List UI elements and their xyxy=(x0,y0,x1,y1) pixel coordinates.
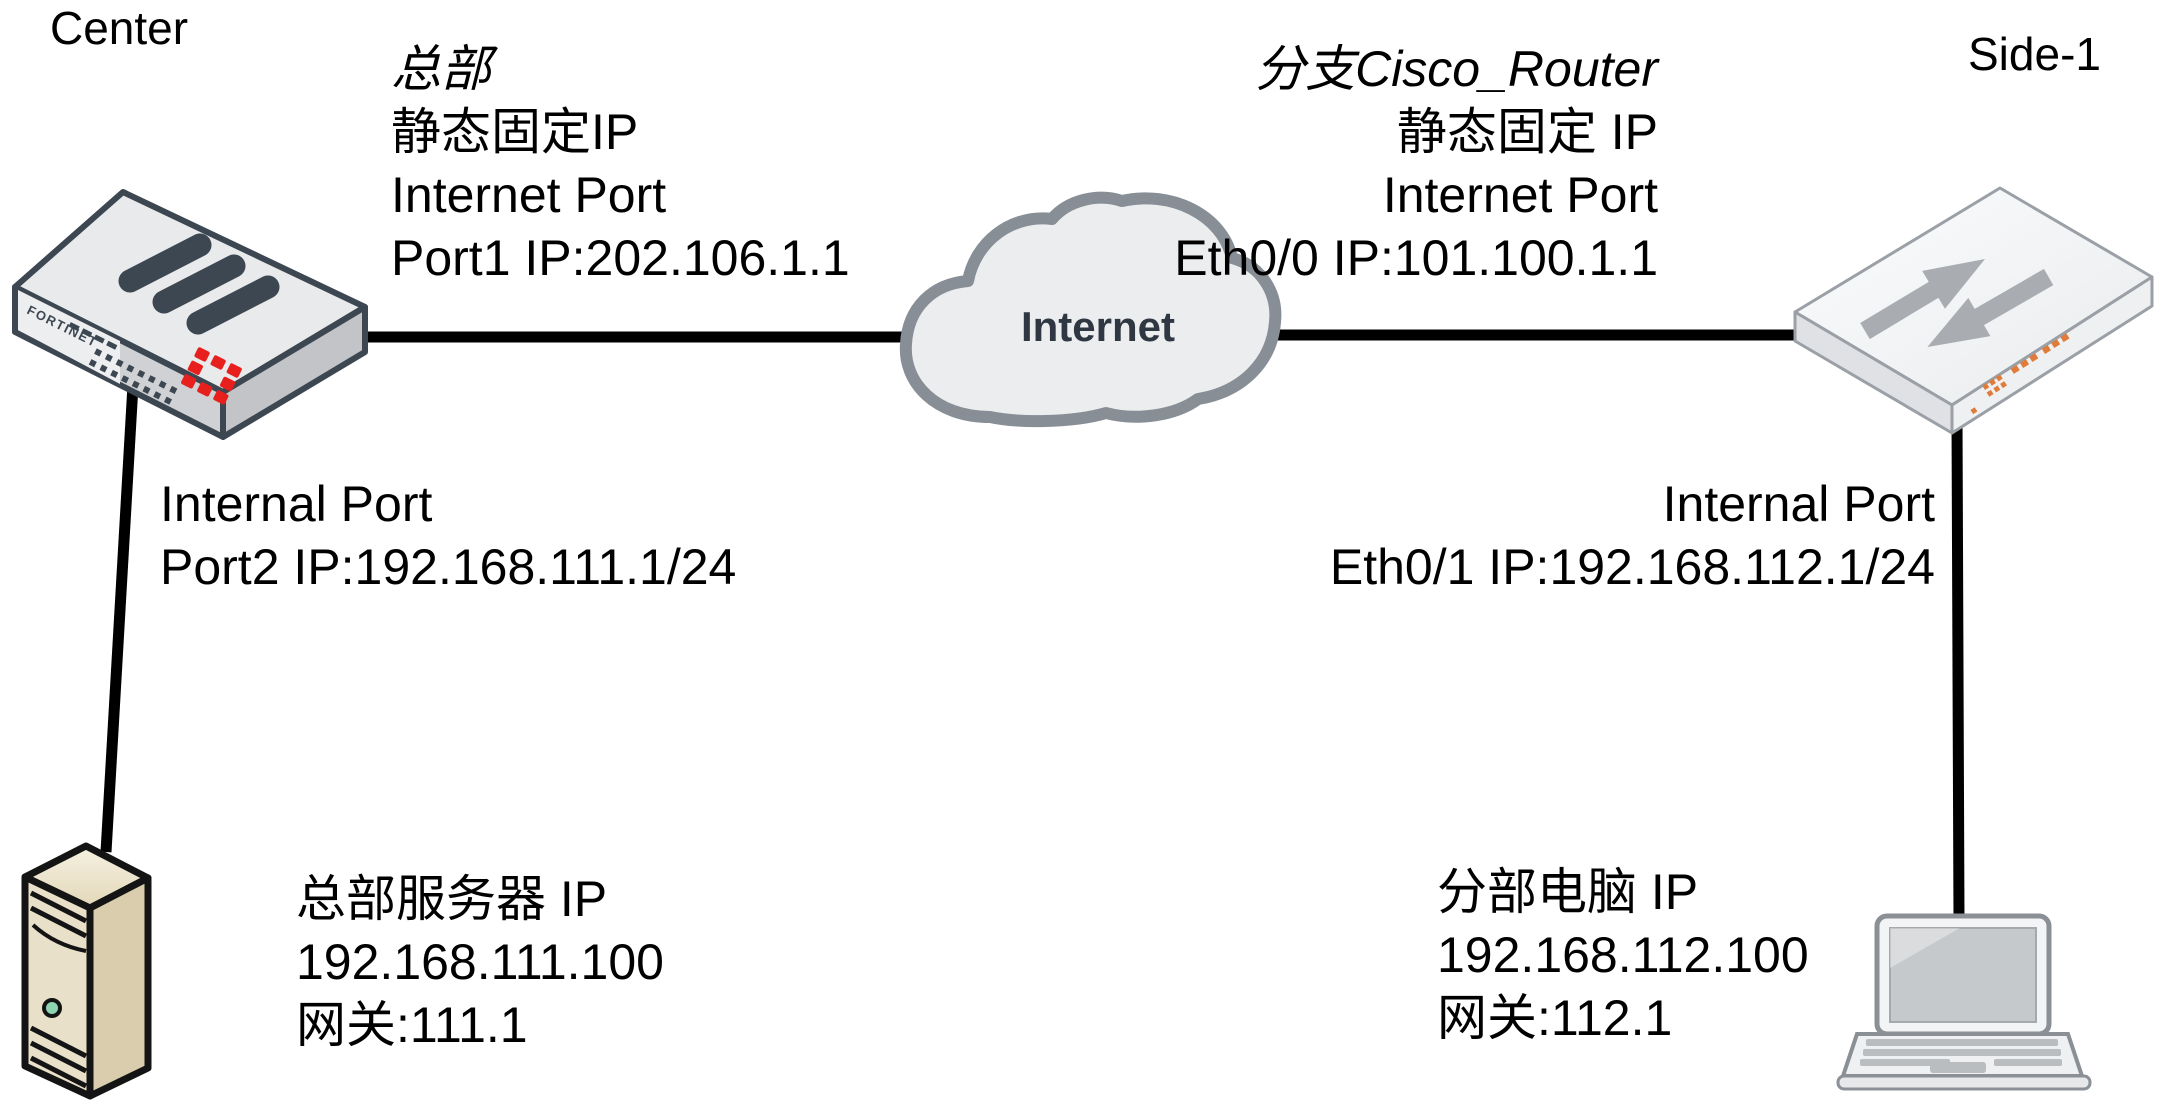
firewall-side-face xyxy=(220,304,368,440)
cables xyxy=(100,329,1965,923)
hq-server-gateway: 网关:111.1 xyxy=(296,997,528,1053)
router-arrow-up xyxy=(1860,258,1986,340)
laptop-screen xyxy=(1889,927,2037,1023)
fortinet-logo xyxy=(181,347,242,405)
laptop-bottom-lip xyxy=(1836,1074,2092,1091)
hq-wan-port-ip: Port1 IP:202.106.1.1 xyxy=(391,230,850,286)
firewall-device: FORTINET xyxy=(12,189,368,440)
branch-wan-port-ip: Eth0/0 IP:101.100.1.1 xyxy=(1174,230,1658,286)
laptop-keyboard xyxy=(1860,1039,2062,1066)
hq-lan-port-ip: Port2 IP:192.168.111.1/24 xyxy=(160,539,737,595)
hq-wan-ip-type: 静态固定IP xyxy=(391,104,639,160)
firewall-port-dots xyxy=(68,322,178,405)
cable-router-to-laptop xyxy=(1951,419,1965,923)
hq-wan-block: 总部 静态固定IP Internet Port Port1 IP:202.106… xyxy=(391,38,850,290)
hq-lan-port-title: Internal Port xyxy=(160,476,433,532)
server-vents xyxy=(29,1025,88,1089)
cable-firewall-to-server xyxy=(100,384,139,853)
internet-label: Internet xyxy=(1020,303,1175,350)
branch-lan-block: Internal Port Eth0/1 IP:192.168.112.1/24 xyxy=(1330,473,1935,599)
branch-lan-port-title: Internal Port xyxy=(1662,476,1935,532)
branch-pc-title: 分部电脑 IP xyxy=(1437,864,1699,920)
laptop-device xyxy=(1836,913,2092,1091)
cloud-shape xyxy=(899,191,1282,428)
router-device xyxy=(1793,186,2154,435)
laptop-screen-glare xyxy=(1890,928,1960,968)
branch-wan-block: 分支Cisco_Router 静态固定 IP Internet Port Eth… xyxy=(1174,38,1658,290)
branch-pc-gateway: 网关:112.1 xyxy=(1437,990,1673,1046)
server-side-face xyxy=(86,874,152,1100)
router-side-face xyxy=(1950,275,2154,435)
center-device-label: Center xyxy=(50,2,189,54)
server-power-led xyxy=(42,998,62,1018)
branch-lan-port-ip: Eth0/1 IP:192.168.112.1/24 xyxy=(1329,539,1935,595)
router-arrow-down xyxy=(1927,268,2054,347)
side-device-label: Side-1 xyxy=(1968,28,2101,80)
hq-wan-site-name: 总部 xyxy=(391,41,491,97)
branch-wan-port-title: Internet Port xyxy=(1382,167,1658,223)
firewall-slash-marks xyxy=(118,233,280,335)
branch-pc-block: 分部电脑 IP 192.168.112.100 网关:112.1 xyxy=(1437,861,1809,1050)
firewall-label-zone xyxy=(18,290,120,384)
hq-wan-port-title: Internet Port xyxy=(391,167,667,223)
server-drive-slots xyxy=(29,890,88,953)
branch-pc-ip: 192.168.112.100 xyxy=(1437,927,1809,983)
laptop-touchpad xyxy=(1930,1062,1986,1073)
hq-server-ip: 192.168.111.100 xyxy=(296,934,664,990)
branch-wan-site-name: 分支Cisco_Router xyxy=(1255,41,1658,97)
hq-server-title: 总部服务器 IP xyxy=(296,871,608,927)
internet-cloud xyxy=(899,191,1282,428)
router-port-leds xyxy=(1970,333,2070,415)
server-device xyxy=(21,842,152,1100)
hq-lan-block: Internal Port Port2 IP:192.168.111.1/24 xyxy=(160,473,736,599)
branch-wan-ip-type: 静态固定 IP xyxy=(1396,104,1658,160)
hq-server-block: 总部服务器 IP 192.168.111.100 网关:111.1 xyxy=(296,868,664,1057)
